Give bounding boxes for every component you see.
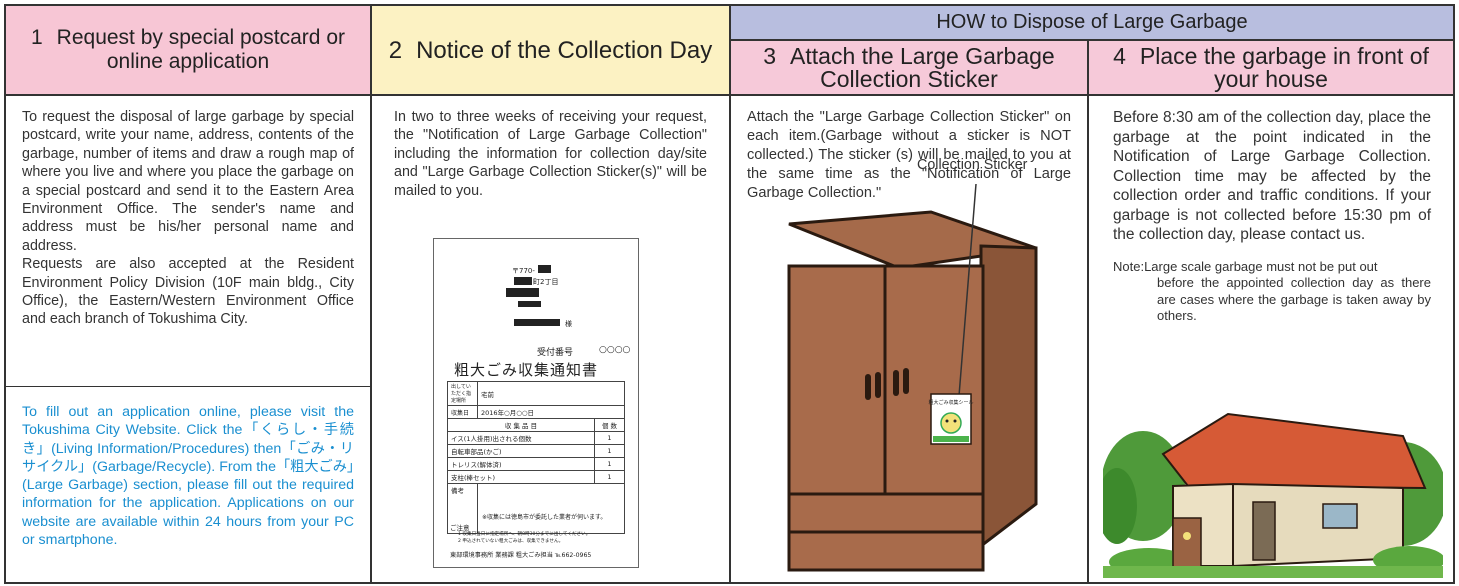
card-title: 粗大ごみ収集通知書 [454, 361, 599, 379]
card-item-count: 1 [594, 444, 625, 458]
step-1-header: 1 Request by special postcard or online a… [6, 6, 370, 96]
step-paragraph: Before 8:30 am of the collection day, pl… [1113, 109, 1431, 243]
notification-card-image: 〒770- 町2丁目 様 受付番号 ○○○○ 粗大ごみ収集通知書 出していただく… [433, 238, 639, 568]
redaction [538, 265, 551, 273]
card-receipt-label: 受付番号 [537, 348, 574, 358]
section-divider [6, 386, 370, 387]
card-receipt-number: ○○○○ [599, 345, 631, 355]
step-3-header: 3 Attach the Large Garbage Collection Sti… [731, 41, 1087, 96]
step-1-column: 1 Request by special postcard or online a… [6, 6, 372, 582]
card-items-header: 収 集 品 目 [447, 418, 595, 432]
step-paragraph: To request the disposal of large garbage… [22, 109, 354, 254]
card-caution-2: 2 申込されていない粗大ごみは、収集できません。 [458, 539, 564, 544]
card-date-label: 収集日 [447, 405, 478, 419]
redaction [506, 288, 539, 297]
step-2-body: In two to three weeks of receiving your … [372, 98, 729, 200]
step-2-column: 2 Notice of the Collection Day In two to … [372, 6, 731, 582]
step-paragraph: Requests are also accepted at the Reside… [22, 256, 354, 328]
large-garbage-guide: 1 Request by special postcard or online a… [4, 4, 1455, 584]
card-town: 町2丁目 [533, 278, 559, 286]
card-item-name: トレリス(解体済) [447, 457, 595, 471]
step-4-body: Before 8:30 am of the collection day, pl… [1089, 98, 1453, 325]
online-application-text: To fill out an application online, pleas… [22, 404, 354, 549]
note-rest: before the appointed collection day as t… [1157, 275, 1431, 323]
step-title: Place the garbage in front of your house [1139, 42, 1429, 92]
step-title: Request by special postcard or online ap… [56, 26, 345, 73]
wardrobe-illustration: 粗大ごみ収集シール [787, 183, 1038, 572]
card-item-name: イス(1人掛用)出される個数 [447, 431, 595, 445]
step-title: Attach the Large Garbage Collection Stic… [790, 42, 1055, 92]
card-item-count: 1 [594, 457, 625, 471]
step-number: 4 [1113, 42, 1126, 69]
step-4-header: 4 Place the garbage in front of your hous… [1089, 41, 1453, 96]
card-site-value: 宅前 [477, 381, 625, 406]
redaction [514, 319, 560, 326]
card-site-label: 出していただく指定場所 [447, 381, 478, 406]
step-number: 3 [763, 42, 777, 69]
sticker-text: 粗大ごみ収集シール [928, 399, 973, 406]
step-number: 1 [30, 26, 43, 49]
house-illustration [1103, 412, 1443, 578]
card-item-count: 1 [594, 431, 625, 445]
card-postal-code: 〒770- [512, 267, 535, 275]
step-number: 2 [388, 36, 403, 64]
redaction [518, 301, 541, 307]
card-contractor-note: ※収集には徳島市が委託した業者が伺います。 [482, 514, 607, 521]
note-prefix: Note: [1113, 258, 1145, 274]
card-honorific: 様 [565, 320, 572, 328]
card-item-count: 1 [594, 470, 625, 484]
redaction [514, 277, 532, 285]
card-caution-1: 1 収集日当日に指定場所へ、朝8時30分までに出してください。 [458, 532, 591, 537]
collection-sticker-label: Collection Sticker [917, 157, 1028, 173]
note-text: Note:Large scale garbage must not be put… [1113, 259, 1431, 325]
how-to-dispose-header: HOW to Dispose of Large Garbage [731, 6, 1453, 41]
step-4-column: 4 Place the garbage in front of your hous… [1089, 6, 1453, 582]
card-office: 東部環境事務所 業務課 粗大ごみ担当 ℡662-0965 [450, 552, 592, 559]
step-paragraph: In two to three weeks of receiving your … [394, 109, 707, 199]
card-count-header: 個 数 [594, 418, 625, 432]
step-3-body: Attach the "Large Garbage Collection Sti… [731, 98, 1087, 203]
card-caution-label: ご注意 [450, 524, 470, 532]
card-item-name: 自転車部品(かご) [447, 444, 595, 458]
step-title: Notice of the Collection Day [416, 36, 713, 64]
step-paragraph: Attach the "Large Garbage Collection Sti… [747, 109, 1071, 201]
step-3-column: 3 Attach the Large Garbage Collection Sti… [731, 6, 1089, 582]
step-1-body: To request the disposal of large garbage… [6, 98, 370, 329]
note-first-line: Large scale garbage must not be put out [1144, 258, 1378, 274]
card-item-name: 支柱(棒セット) [447, 470, 595, 484]
card-date-value: 2016年○月○○日 [477, 405, 625, 419]
step-2-header: 2 Notice of the Collection Day [372, 6, 729, 96]
